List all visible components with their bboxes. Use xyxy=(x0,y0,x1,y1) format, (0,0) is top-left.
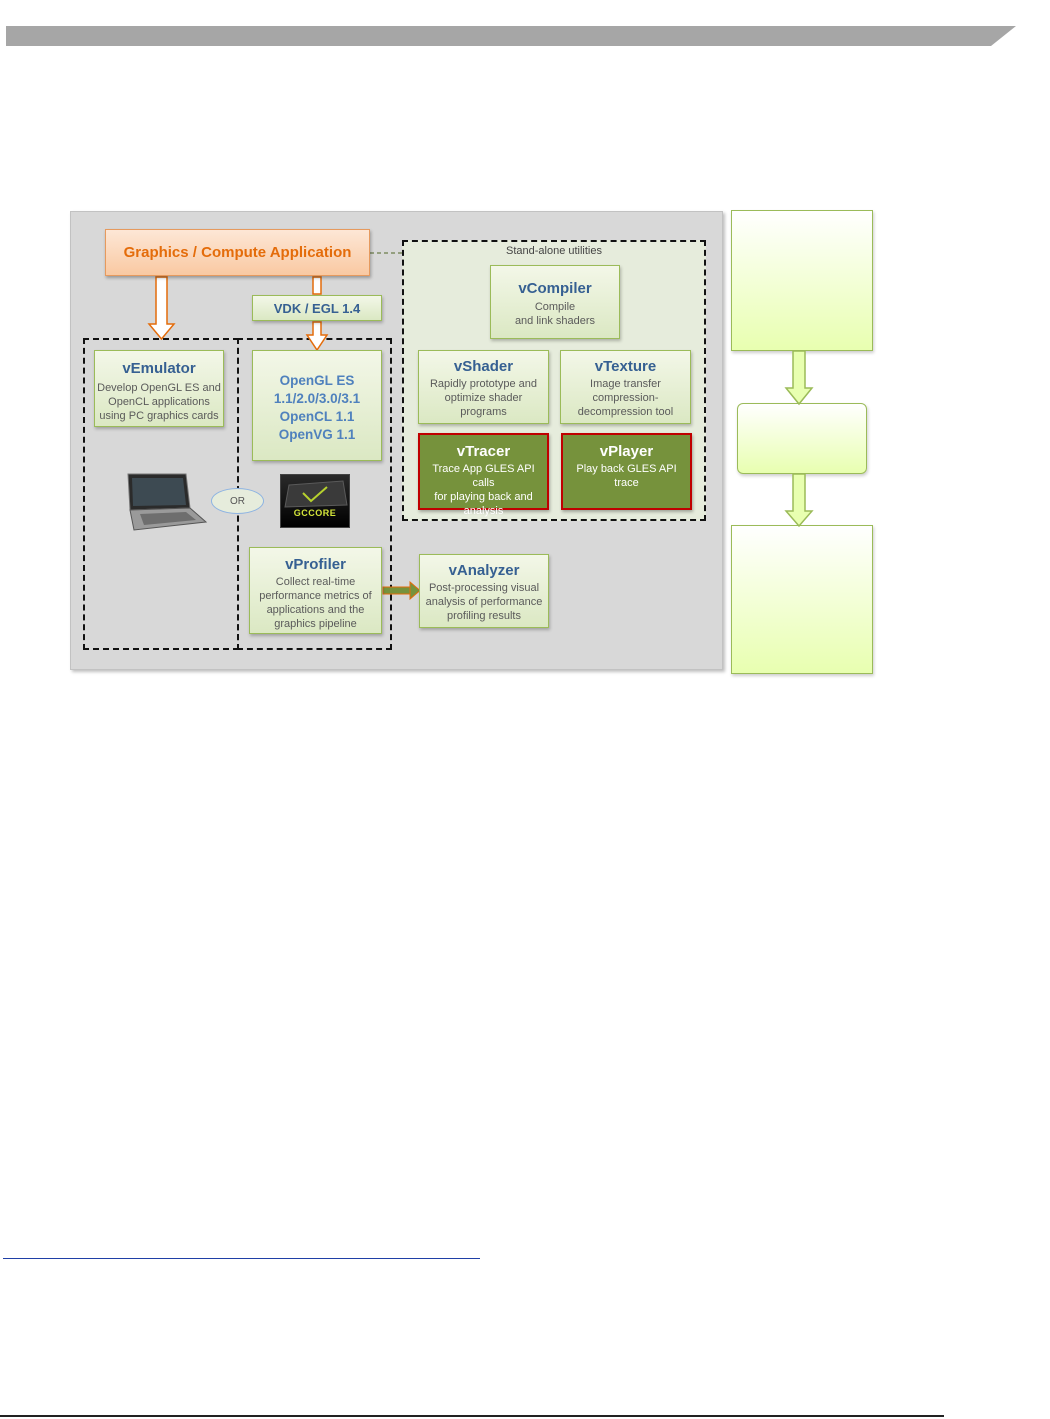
vprofiler-box: vProfiler Collect real-time performance … xyxy=(249,547,382,634)
vanalyzer-title: vAnalyzer xyxy=(448,562,520,579)
vtracer-desc-1: Trace App GLES API calls xyxy=(432,463,535,489)
vplayer-desc-1: Play back GLES API trace xyxy=(576,463,677,489)
opencl-label: OpenCL 1.1 xyxy=(279,409,355,424)
opengl-api-box: OpenGL ES 1.1/2.0/3.0/3.1 OpenCL 1.1 Ope… xyxy=(252,350,382,461)
vdk-to-opengl-arrow xyxy=(305,321,329,352)
vdk-label: VDK / EGL 1.4 xyxy=(273,300,361,316)
vemulator-desc-3: using PC graphics cards xyxy=(99,410,219,422)
vshader-title: vShader xyxy=(453,358,514,375)
flow-arrow-2 xyxy=(784,473,814,528)
laptop-icon xyxy=(127,473,208,531)
flow-box-top xyxy=(731,210,873,351)
vemulator-desc-2: OpenCL applications xyxy=(108,396,210,408)
header-bar xyxy=(6,26,1016,46)
vtexture-desc-3: decompression tool xyxy=(577,406,674,418)
vdk-egl-box: VDK / EGL 1.4 xyxy=(252,295,382,321)
footer-rule xyxy=(0,1415,944,1417)
footnote-link-rule xyxy=(3,1258,480,1259)
vprofiler-to-vanalyzer-arrow xyxy=(382,580,421,601)
opengl-es-label: OpenGL ES xyxy=(279,373,355,388)
vanalyzer-box: vAnalyzer Post-processing visual analysi… xyxy=(419,554,549,628)
vanalyzer-desc-2: analysis of performance xyxy=(425,596,543,608)
opengl-es-versions-label: 1.1/2.0/3.0/3.1 xyxy=(273,391,361,406)
flow-arrow-1 xyxy=(784,350,814,406)
vtracer-desc-2: for playing back and xyxy=(434,491,533,503)
vshader-desc-3: programs xyxy=(460,406,507,418)
vprofiler-title: vProfiler xyxy=(285,556,346,573)
vtexture-desc-1: Image transfer xyxy=(590,378,661,390)
app-to-vemulator-arrow xyxy=(147,276,176,341)
flow-box-bottom xyxy=(731,525,873,674)
vcompiler-desc-1: Compile xyxy=(534,301,576,313)
vprofiler-desc-1: Collect real-time xyxy=(275,576,356,588)
app-to-vdk-arrow xyxy=(312,276,322,295)
or-label: OR xyxy=(230,495,245,507)
vtexture-desc-2: compression- xyxy=(592,392,659,404)
vtracer-title: vTracer xyxy=(456,443,511,460)
vcompiler-box: vCompiler Compile and link shaders xyxy=(490,265,620,339)
vemulator-box: vEmulator Develop OpenGL ES and OpenCL a… xyxy=(94,350,224,427)
vcompiler-title: vCompiler xyxy=(518,280,592,297)
vprofiler-desc-2: performance metrics of xyxy=(259,590,372,602)
vtexture-box: vTexture Image transfer compression- dec… xyxy=(560,350,691,424)
gccore-label: GCCORE xyxy=(293,508,337,518)
vshader-box: vShader Rapidly prototype and optimize s… xyxy=(418,350,549,424)
vanalyzer-desc-3: profiling results xyxy=(447,610,521,622)
vtracer-desc-3: analysis xyxy=(463,505,504,517)
chip-shape xyxy=(284,480,348,508)
or-connector: OR xyxy=(211,488,264,514)
vshader-desc-2: optimize shader xyxy=(444,392,523,404)
gccore-chip-icon: GCCORE xyxy=(280,474,350,528)
flow-box-middle xyxy=(737,403,867,474)
vtexture-title: vTexture xyxy=(594,358,657,375)
vplayer-box: vPlayer Play back GLES API trace xyxy=(561,433,692,510)
vanalyzer-desc-1: Post-processing visual xyxy=(428,582,540,594)
vemulator-desc-1: Develop OpenGL ES and xyxy=(97,382,221,394)
vemulator-title: vEmulator xyxy=(122,360,196,377)
vprofiler-desc-4: graphics pipeline xyxy=(274,618,357,630)
application-label: Graphics / Compute Application xyxy=(123,244,352,261)
vtracer-box: vTracer Trace App GLES API calls for pla… xyxy=(418,433,549,517)
standalone-utilities-label: Stand-alone utilities xyxy=(505,245,602,257)
flow-arrows xyxy=(784,350,814,528)
vshader-desc-1: Rapidly prototype and xyxy=(429,378,537,390)
graphics-compute-application-box: Graphics / Compute Application xyxy=(105,229,370,276)
openvg-label: OpenVG 1.1 xyxy=(278,427,356,442)
vplayer-title: vPlayer xyxy=(599,443,654,460)
vcompiler-desc-2: and link shaders xyxy=(514,315,596,327)
vprofiler-desc-3: applications and the xyxy=(266,604,365,616)
